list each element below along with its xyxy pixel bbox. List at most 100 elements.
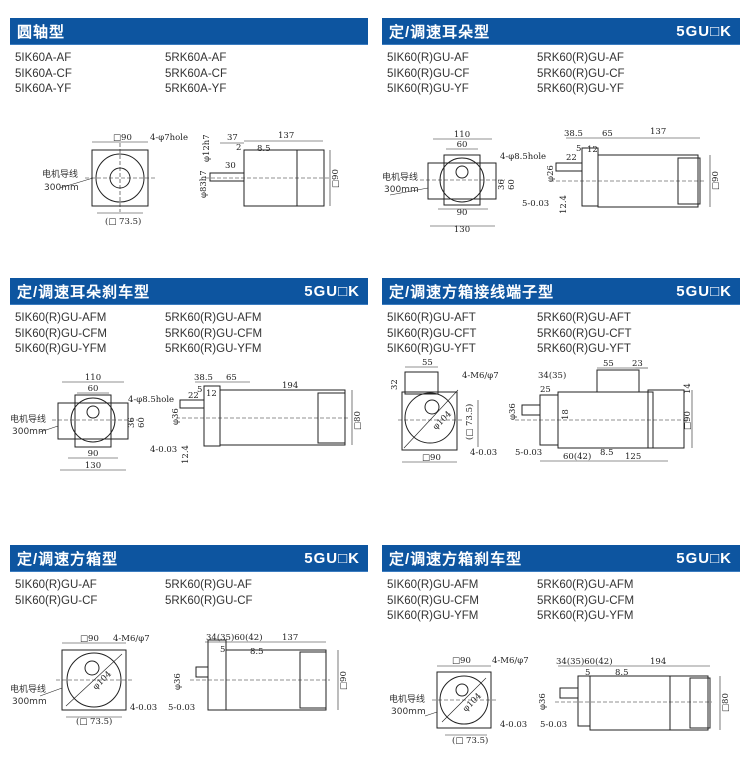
dimension-label: φ83h7 bbox=[199, 170, 209, 198]
dimension-label: 23 bbox=[632, 359, 643, 369]
section-header: 定/调速方箱刹车型 5GU□K bbox=[382, 545, 740, 572]
dimension-label: 电机导线 bbox=[42, 168, 78, 180]
dimension-label: 4-M6/φ7 bbox=[462, 371, 499, 381]
model-item: 5IK60(R)GU-AF bbox=[387, 52, 469, 64]
series-code: 5GU□K bbox=[676, 282, 732, 300]
model-item: 5IK60(R)GU-YFT bbox=[387, 343, 476, 355]
dimension-label: 90 bbox=[88, 449, 99, 459]
drawing-line bbox=[59, 177, 94, 189]
dimension-label: 4-φ8.5hole bbox=[500, 152, 546, 162]
drawing-line bbox=[559, 687, 579, 699]
dimension-label: □90 bbox=[80, 634, 99, 644]
dimension-label: 34(35) bbox=[538, 370, 566, 381]
dimension-label: φ36 bbox=[171, 408, 181, 425]
dimension-label: (□ 73.5) bbox=[464, 404, 475, 440]
dimension-label: □90 bbox=[331, 169, 341, 188]
section-title: 定/调速方箱刹车型 bbox=[389, 550, 523, 568]
drawing-line bbox=[219, 389, 346, 446]
drawing-line bbox=[57, 402, 129, 440]
dimension-label: 电机导线 bbox=[10, 413, 46, 425]
dimension-label: (□ 73.5) bbox=[76, 716, 112, 727]
dimension-label: □90 bbox=[422, 453, 441, 463]
dimension-label: 22 bbox=[188, 391, 199, 401]
dimension-label: 4-M6/φ7 bbox=[492, 656, 529, 666]
dimension-label: 65 bbox=[226, 373, 237, 383]
dimension-label: 14 bbox=[683, 383, 693, 394]
dimension-label: 8.5 bbox=[615, 668, 629, 678]
model-item: 5RK60(R)GU-CF bbox=[537, 67, 625, 80]
dimension-label: 5 bbox=[585, 668, 590, 678]
dimension-label: (□ 73.5) bbox=[105, 216, 141, 227]
dimension-label: φ36 bbox=[538, 693, 548, 710]
dimension-label: 130 bbox=[85, 461, 101, 471]
model-item: 5IK60(R)GU-CFM bbox=[15, 327, 108, 340]
dimension-label: 38.5 bbox=[194, 373, 213, 383]
dimension-label: 300mm bbox=[391, 707, 426, 717]
series-code: 5GU□K bbox=[676, 549, 732, 567]
model-item: 5RK60(R)GU-AF bbox=[165, 579, 252, 591]
series-code: 5GU□K bbox=[676, 22, 732, 40]
drawing-line bbox=[427, 162, 497, 200]
dimension-label: 电机导线 bbox=[10, 683, 46, 695]
drawing-line bbox=[404, 371, 439, 395]
dimension-label: 60 bbox=[507, 179, 517, 190]
dimension-label: 5 bbox=[220, 645, 225, 655]
drawing-line bbox=[436, 671, 492, 729]
dimension-label: 12 bbox=[587, 145, 598, 155]
model-item: 5IK60(R)GU-CFT bbox=[387, 327, 477, 340]
dimension-label: 55 bbox=[422, 358, 433, 368]
dimension-label: □90 bbox=[683, 411, 693, 430]
dimension-label: 60 bbox=[457, 140, 468, 150]
section-header: 定/调速方箱型 5GU□K bbox=[10, 545, 368, 572]
dimension-label: 电机导线 bbox=[382, 171, 418, 183]
dimension-label: 4-φ8.5hole bbox=[128, 395, 174, 405]
dimension-label: 194 bbox=[650, 657, 666, 667]
drawing-line bbox=[555, 162, 583, 172]
dimension-label: φ36 bbox=[173, 673, 183, 690]
dimension-label: 12.4 bbox=[559, 195, 569, 214]
drawing-line bbox=[689, 677, 711, 729]
dimension-label: 137 bbox=[282, 633, 298, 643]
drawing-line bbox=[455, 683, 469, 697]
dimension-label: 90 bbox=[457, 208, 468, 218]
model-item: 5IK60A-CF bbox=[15, 67, 72, 80]
dimension-label: 110 bbox=[85, 373, 101, 383]
section-title: 定/调速方箱型 bbox=[17, 550, 119, 568]
drawing-line bbox=[84, 660, 100, 676]
model-item: 5RK60(R)GU-CFM bbox=[165, 327, 263, 340]
dimension-label: 32 bbox=[390, 379, 400, 390]
dimension-label: 25 bbox=[540, 385, 551, 395]
dimension-label: 300mm bbox=[384, 185, 419, 195]
model-item: 5RK60(R)GU-AFM bbox=[165, 312, 262, 324]
drawing-line bbox=[66, 652, 122, 708]
series-code: 5GU□K bbox=[304, 549, 360, 567]
dimension-label: 5-0.03 bbox=[522, 199, 549, 209]
model-item: 5RK60(R)GU-CFT bbox=[537, 327, 632, 340]
dimension-label: 18 bbox=[561, 409, 571, 420]
drawing-line bbox=[65, 653, 123, 707]
dimension-label: 4-φ7hole bbox=[150, 133, 188, 143]
dimension-label: 12.4 bbox=[181, 445, 191, 464]
dimension-label: 8.5 bbox=[250, 647, 264, 657]
dimension-label: 55 bbox=[603, 359, 614, 369]
dimension-label: 4-0.03 bbox=[150, 445, 177, 455]
drawing-line bbox=[441, 677, 487, 723]
drawing-line bbox=[86, 405, 100, 419]
dimension-label: φ104 bbox=[91, 669, 114, 692]
drawing-line bbox=[521, 404, 541, 416]
section-title: 圆轴型 bbox=[17, 23, 66, 41]
dimension-label: 4-0.03 bbox=[500, 720, 527, 730]
dimension-label: 2 bbox=[236, 143, 241, 153]
drawing-line bbox=[209, 172, 245, 182]
dimension-label: φ36 bbox=[508, 403, 518, 420]
